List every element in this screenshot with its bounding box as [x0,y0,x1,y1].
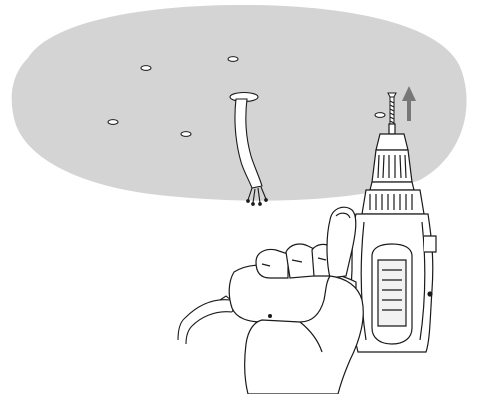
screw-hole [228,57,238,62]
finger [256,250,288,279]
power-cord [178,296,236,344]
screw-hole [108,120,118,125]
screw-hole [181,132,191,137]
drill-bit [389,124,395,134]
finger [286,244,316,278]
drill-clutch-collar [362,190,424,214]
drill-chuck [376,134,408,150]
screw-hole [141,66,151,71]
screw-hole [375,113,385,118]
hand-holding-drill [229,207,363,394]
